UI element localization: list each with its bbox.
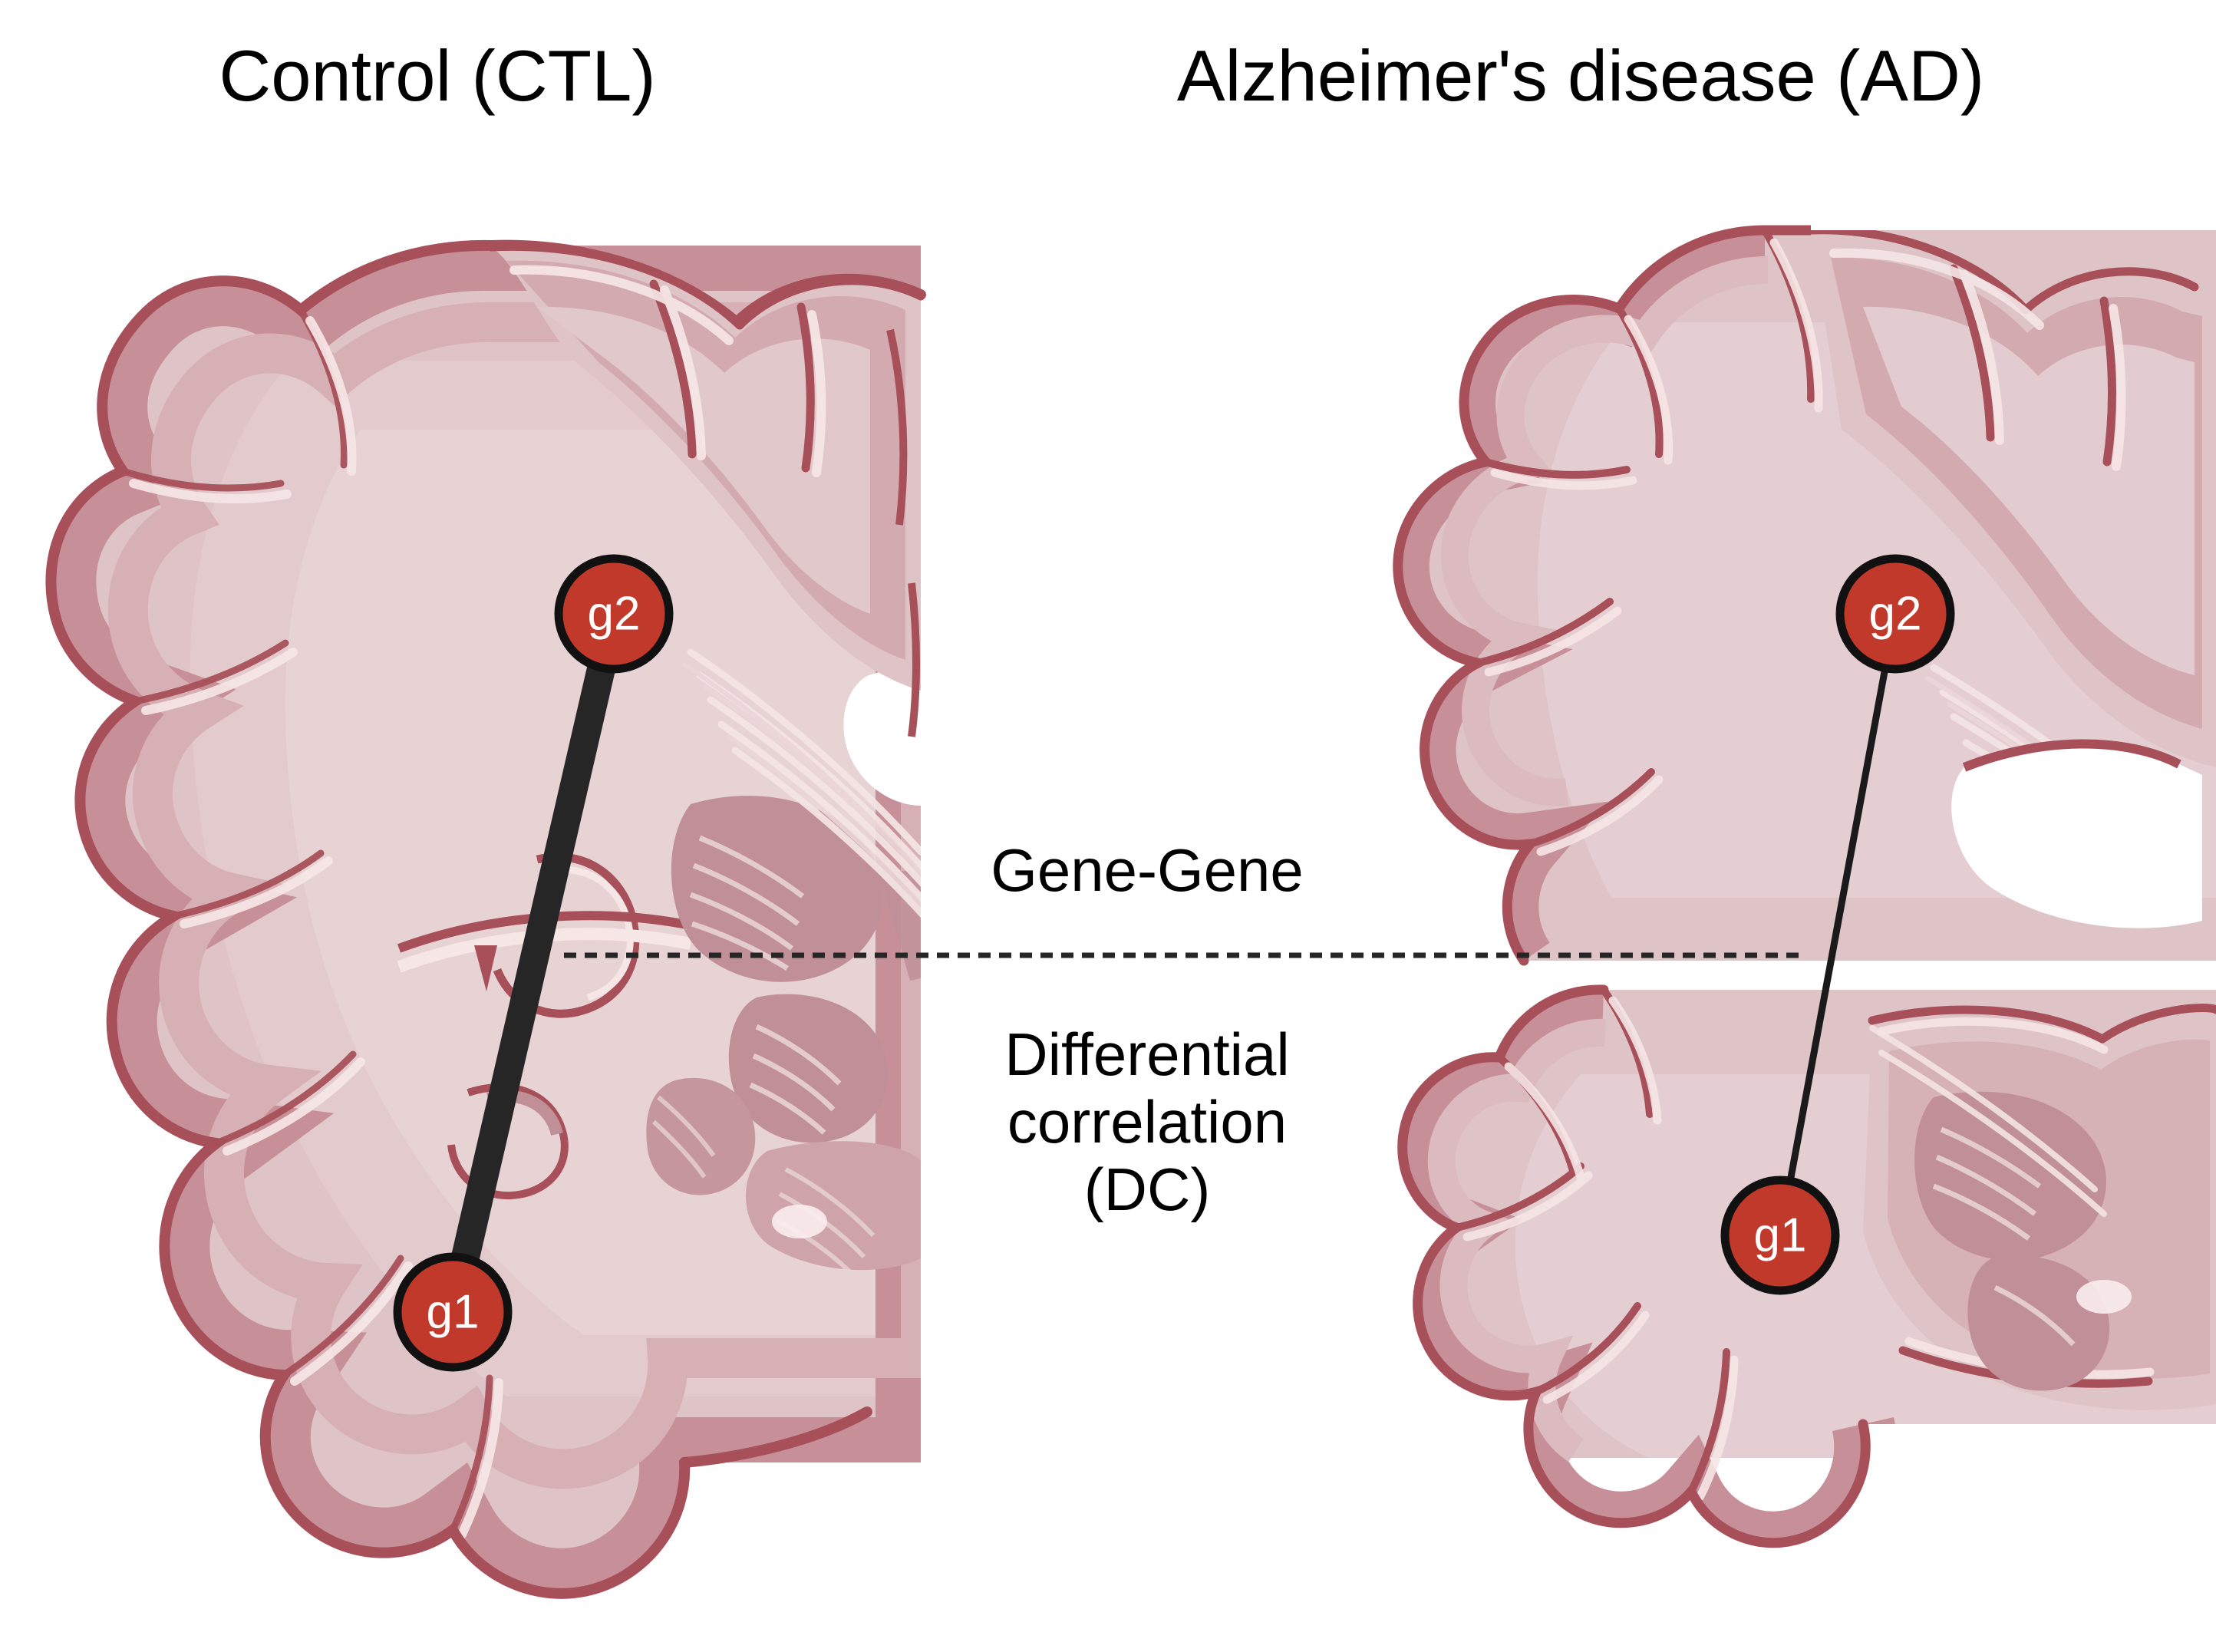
center-label-differential-correlation: Differential correlation (DC) [925,1021,1370,1223]
dc-line-1: Differential [1004,1021,1290,1088]
ad-gene-edge [1776,613,1899,1236]
node-label-ctl-g2: g2 [588,588,641,641]
node-ad-g1: g1 [1720,1176,1840,1295]
ctl-gene-edge [438,610,628,1316]
node-label-ad-g1: g1 [1754,1209,1807,1262]
ad-brain-illustration-upper [1393,225,2216,966]
node-ad-g2: g2 [1835,554,1955,674]
node-label-ctl-g1: g1 [427,1286,480,1339]
panel-title-control: Control (CTL) [219,35,656,116]
ctl-brain-upper-gyri [486,242,925,737]
graph-layer: g2 g1 g2 g1 [393,554,1955,1372]
center-label-gene-gene: Gene-Gene [991,836,1304,904]
node-ctl-g1: g1 [393,1252,513,1372]
panel-title-alzheimers: Alzheimer's disease (AD) [1176,35,1985,116]
node-ctl-g2: g2 [554,554,674,674]
dc-line-3: (DC) [1083,1156,1211,1224]
node-label-ad-g2: g2 [1869,588,1922,641]
dc-line-2: correlation [1007,1088,1288,1156]
